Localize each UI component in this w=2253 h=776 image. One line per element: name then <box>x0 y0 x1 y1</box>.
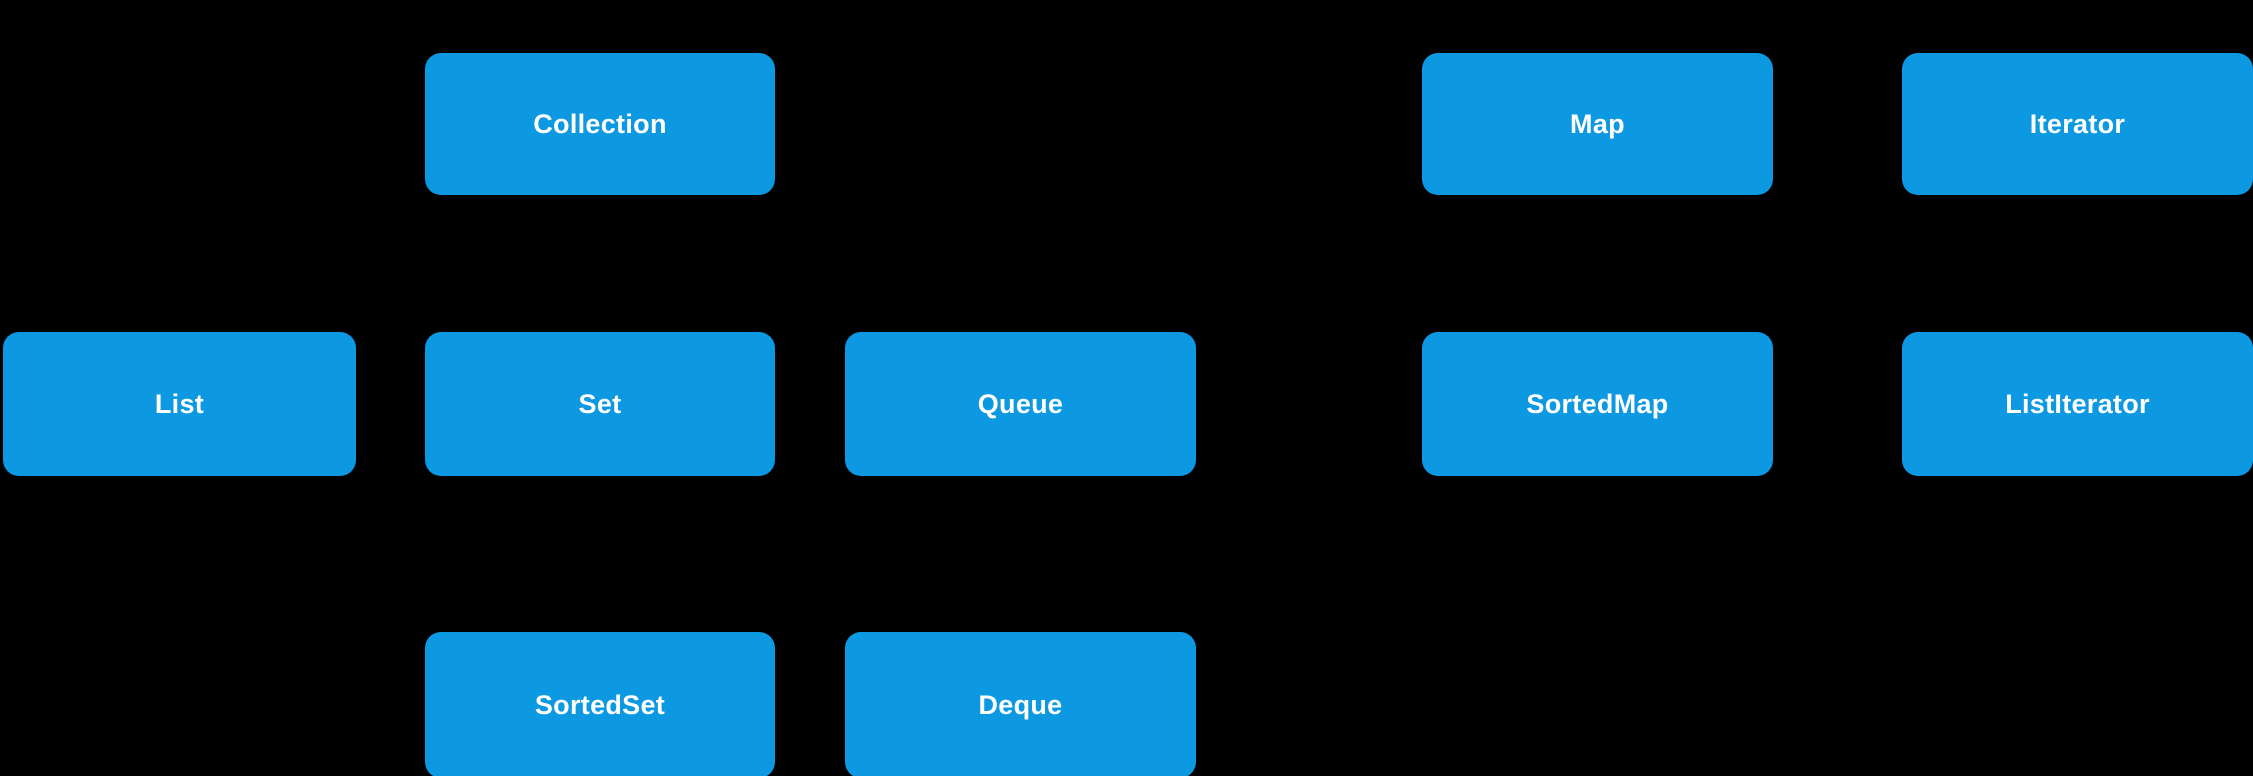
node-map: Map <box>1422 53 1773 195</box>
node-list: List <box>3 332 356 476</box>
node-label-sortedmap: SortedMap <box>1526 388 1669 419</box>
node-label-collection: Collection <box>533 108 667 139</box>
node-listiterator: ListIterator <box>1902 332 2253 476</box>
node-iterator: Iterator <box>1902 53 2253 195</box>
node-label-list: List <box>154 388 205 419</box>
node-label-iterator: Iterator <box>2029 108 2126 139</box>
node-label-sortedset: SortedSet <box>534 689 666 720</box>
node-sortedmap: SortedMap <box>1422 332 1773 476</box>
node-label-map: Map <box>1570 108 1625 139</box>
node-set: Set <box>425 332 775 476</box>
node-deque: Deque <box>845 632 1196 776</box>
node-label-queue: Queue <box>977 388 1064 419</box>
node-label-listiterator: ListIterator <box>2005 388 2150 419</box>
node-collection: Collection <box>425 53 775 195</box>
node-label-set: Set <box>578 388 622 419</box>
node-queue: Queue <box>845 332 1196 476</box>
node-label-deque: Deque <box>978 689 1063 720</box>
node-sortedset: SortedSet <box>425 632 775 776</box>
